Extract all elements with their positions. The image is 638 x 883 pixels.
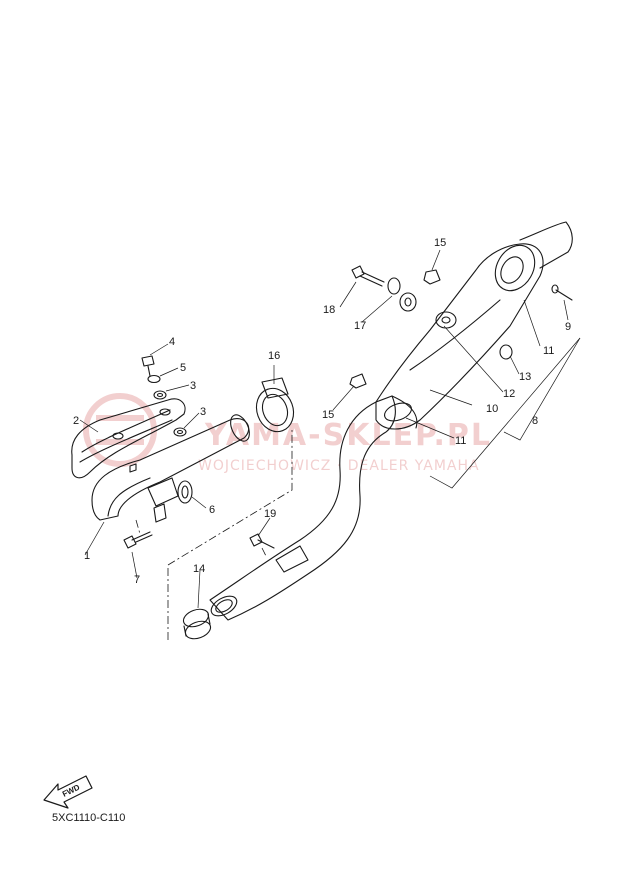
nut-15b-part (349, 373, 367, 389)
callout-6: 6 (209, 504, 215, 516)
callout-1: 1 (84, 550, 90, 562)
damper-part (399, 292, 417, 312)
rivet-9-part (551, 284, 573, 301)
callout-15b: 15 (322, 409, 334, 421)
collar-3a-part (153, 390, 167, 400)
callout-13: 13 (519, 371, 531, 383)
watermark-logo-icon (83, 393, 157, 467)
watermark-subtitle: WOJCIECHOWICZ · DEALER YAMAHA (198, 458, 480, 474)
callout-11b: 11 (455, 435, 466, 447)
gasket-6-part (177, 480, 193, 504)
callout-17: 17 (354, 320, 366, 332)
fwd-arrow-icon: FWD (43, 775, 93, 809)
leader-lines (79, 249, 581, 609)
bolt-19-part (249, 533, 275, 549)
washer-5-part (147, 374, 161, 384)
callout-10: 10 (486, 403, 498, 415)
callout-15a: 15 (434, 237, 446, 249)
callout-7: 7 (134, 574, 140, 586)
callout-8: 8 (532, 415, 538, 427)
muffler-8-part (375, 221, 573, 430)
collar-3b-part (173, 427, 187, 437)
callout-labels: 1 2 3 3 4 5 6 7 8 9 10 11 11 12 13 14 15… (73, 237, 571, 586)
callout-16: 16 (268, 350, 280, 362)
callout-2: 2 (73, 415, 79, 427)
nut-15a-part (423, 269, 441, 285)
callout-11a: 11 (543, 345, 554, 357)
bolt-18-part (351, 265, 385, 287)
callout-5: 5 (180, 362, 186, 374)
callout-19: 19 (264, 508, 276, 520)
collar-17-part (387, 277, 401, 295)
callout-4: 4 (169, 336, 175, 348)
watermark-title: YAMA-SKLEP.PL (204, 418, 492, 453)
callout-12: 12 (503, 388, 515, 400)
bolt-4-part (141, 355, 155, 377)
exhaust-pipe-2-part (209, 395, 396, 621)
joint-14-part (182, 608, 212, 640)
callout-3a: 3 (190, 380, 196, 392)
bolt-7-part (123, 531, 153, 549)
callout-9: 9 (565, 321, 571, 333)
callout-14: 14 (193, 563, 205, 575)
heat-protector-part (71, 398, 186, 479)
callout-18: 18 (323, 304, 335, 316)
assembly-guide-lines (135, 430, 293, 640)
watermark: YAMA-SKLEP.PL WOJCIECHOWICZ · DEALER YAM… (83, 393, 492, 474)
reference-code: 5XC1110-C110 (52, 812, 126, 824)
callout-3b: 3 (200, 406, 206, 418)
damper-13-part (499, 344, 513, 360)
clamp-16-part (255, 377, 295, 433)
